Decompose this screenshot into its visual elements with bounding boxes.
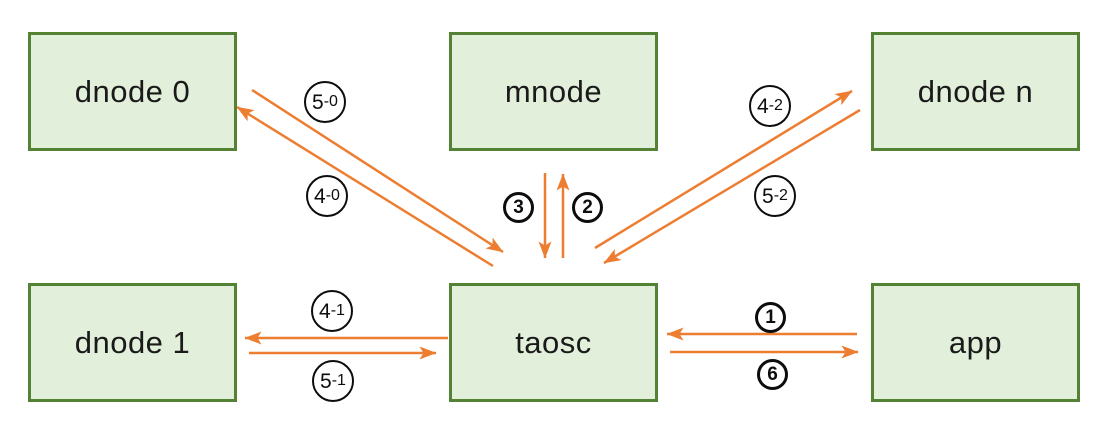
edge-badge-5-2-suffix: -2 <box>773 187 788 204</box>
arrow-5-0 <box>251 88 504 254</box>
edge-badge-2-main: 2 <box>582 197 593 218</box>
edge-badge-5-0-suffix: -0 <box>323 93 338 110</box>
edge-badge-4-2-main: 4 <box>757 94 769 118</box>
edge-badge-4-2-suffix: -2 <box>768 97 783 114</box>
node-mnode-label: mnode <box>504 73 603 109</box>
arrow-4-2 <box>594 89 853 250</box>
node-dnoden: dnode n <box>871 32 1080 151</box>
edge-badge-4-0-suffix: -0 <box>325 187 340 204</box>
node-dnoden-label: dnode n <box>917 73 1034 109</box>
node-dnode0-label: dnode 0 <box>74 73 191 109</box>
node-dnode0: dnode 0 <box>28 32 237 151</box>
arrow-4-0 <box>236 105 494 268</box>
arrow-5-2 <box>603 108 861 265</box>
edge-badge-6: 6 <box>757 359 788 390</box>
node-mnode: mnode <box>449 32 658 151</box>
edge-badge-3: 3 <box>503 192 534 223</box>
edge-badge-5-0: 5-0 <box>304 81 346 123</box>
edge-badge-3-main: 3 <box>513 197 524 218</box>
node-app: app <box>871 283 1080 402</box>
edge-badge-4-1: 4-1 <box>311 290 353 332</box>
node-taosc-label: taosc <box>515 324 592 360</box>
node-taosc: taosc <box>449 283 658 402</box>
node-dnode1: dnode 1 <box>28 283 237 402</box>
edge-badge-5-1: 5-1 <box>312 360 354 402</box>
edge-badge-4-1-main: 4 <box>319 299 331 323</box>
edge-badge-5-1-suffix: -1 <box>331 372 346 389</box>
edge-badge-1: 1 <box>755 302 786 333</box>
edge-badge-4-0-main: 4 <box>314 184 326 208</box>
edge-badge-1-main: 1 <box>765 307 776 328</box>
edge-badge-6-main: 6 <box>767 364 778 385</box>
edge-badge-4-1-suffix: -1 <box>330 302 345 319</box>
edge-badge-2: 2 <box>572 192 603 223</box>
edge-badge-5-2: 5-2 <box>754 175 796 217</box>
edge-badge-4-2: 4-2 <box>749 85 791 127</box>
edge-badge-5-1-main: 5 <box>320 369 332 393</box>
node-app-label: app <box>948 324 1003 360</box>
node-dnode1-label: dnode 1 <box>74 324 191 360</box>
edge-badge-5-0-main: 5 <box>312 90 324 114</box>
edge-badge-5-2-main: 5 <box>762 184 774 208</box>
edge-badge-4-0: 4-0 <box>306 175 348 217</box>
